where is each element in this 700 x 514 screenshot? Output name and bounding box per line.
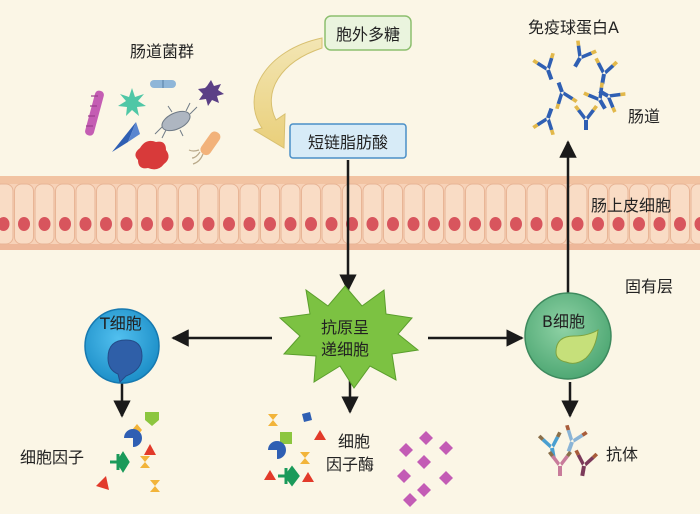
epithelial-cell <box>137 183 157 245</box>
epithelial-cell <box>506 183 526 245</box>
label-antibody: 抗体 <box>606 445 639 464</box>
flow-arrows <box>113 140 579 418</box>
epithelial-cell <box>588 183 608 245</box>
label-b-cell: B细胞 <box>542 312 585 331</box>
epithelial-cell <box>403 183 424 245</box>
epithelial-cell <box>0 183 14 245</box>
label-epithelium: 肠上皮细胞 <box>591 196 672 215</box>
epithelial-cell <box>424 183 444 245</box>
epithelial-cell <box>280 183 301 245</box>
epithelial-cell <box>301 183 321 245</box>
label-cytokine-enzyme-line1: 细胞 <box>338 432 371 451</box>
epithelial-cell <box>690 183 700 245</box>
epithelial-cell <box>670 183 690 245</box>
antibody-icon <box>574 105 598 130</box>
antibody-icon <box>555 81 578 110</box>
epithelial-cell <box>567 183 588 245</box>
epithelial-cell <box>157 183 178 245</box>
epithelial-cell <box>362 183 383 245</box>
epithelial-cell <box>342 183 362 245</box>
epithelial-cells <box>0 183 700 245</box>
epithelial-cell <box>14 183 34 245</box>
cytokine-shape-icons-apc <box>264 412 326 487</box>
epithelial-cell <box>321 183 342 245</box>
enzyme-diamond-icon <box>417 455 431 469</box>
epithelial-cell <box>96 183 116 245</box>
antibody-icon <box>594 57 619 85</box>
label-cytokine-enzyme-line2: 因子酶 <box>326 455 375 474</box>
antibody-icons <box>537 424 599 477</box>
epithelial-cell <box>178 183 198 245</box>
apc-star <box>278 285 420 389</box>
enzyme-diamond-icon <box>419 431 433 445</box>
b-cell <box>524 292 612 380</box>
enzyme-diamond-icon <box>417 483 431 497</box>
epithelial-cell <box>629 183 649 245</box>
label-iga: 免疫球蛋白A <box>528 18 619 37</box>
polysaccharide-box-frame <box>324 15 412 51</box>
epithelial-cell <box>55 183 75 245</box>
enzyme-diamond-icon <box>403 493 417 507</box>
label-t-cell: T细胞 <box>100 314 142 333</box>
epithelial-cell <box>526 183 547 245</box>
antibody-icon <box>532 107 555 136</box>
epithelial-cell <box>260 183 280 245</box>
iga-antibody-icons <box>532 40 626 136</box>
epithelial-cell <box>547 183 567 245</box>
antibody-icon <box>598 89 626 113</box>
cytokine-shape-icons-t <box>96 412 160 492</box>
epithelial-cell <box>219 183 239 245</box>
epithelial-cell <box>198 183 219 245</box>
enzyme-diamond-icon <box>397 469 411 483</box>
epithelial-cell <box>75 183 96 245</box>
enzyme-diamond-icon <box>399 443 413 457</box>
epithelial-cell <box>608 183 629 245</box>
antibody-icon <box>548 451 572 476</box>
antibody-icon <box>532 52 555 81</box>
label-cytokines: 细胞因子 <box>20 448 85 467</box>
label-gut-flora: 肠道菌群 <box>130 42 195 61</box>
epithelial-cell <box>465 183 485 245</box>
epithelium-layer <box>0 176 700 250</box>
epithelial-cell <box>485 183 506 245</box>
enzyme-diamond-icons <box>397 431 453 507</box>
label-lamina-propria: 固有层 <box>625 277 674 296</box>
scfa-box-frame <box>289 123 407 159</box>
label-apc-line2: 递细胞 <box>321 340 370 359</box>
antibody-icon <box>574 449 599 477</box>
enzyme-diamond-icon <box>439 441 453 455</box>
t-cell <box>84 308 160 384</box>
polysaccharide-box: 胞外多糖 <box>335 25 400 44</box>
epithelial-cell <box>239 183 260 245</box>
label-apc-line1: 抗原呈 <box>321 318 370 337</box>
epithelial-cell <box>649 183 670 245</box>
antibody-icon <box>565 424 588 453</box>
bacteria-icons <box>85 80 224 170</box>
enzyme-diamond-icon <box>439 471 453 485</box>
scfa-box: 短链脂肪酸 <box>307 133 388 152</box>
epithelial-cell <box>383 183 403 245</box>
polysaccharide-curve-arrow <box>252 37 323 149</box>
epithelial-cell <box>116 183 137 245</box>
epithelial-cell <box>444 183 465 245</box>
label-lumen: 肠道 <box>628 107 661 126</box>
epithelial-cell <box>34 183 55 245</box>
antibody-icon <box>573 40 597 68</box>
